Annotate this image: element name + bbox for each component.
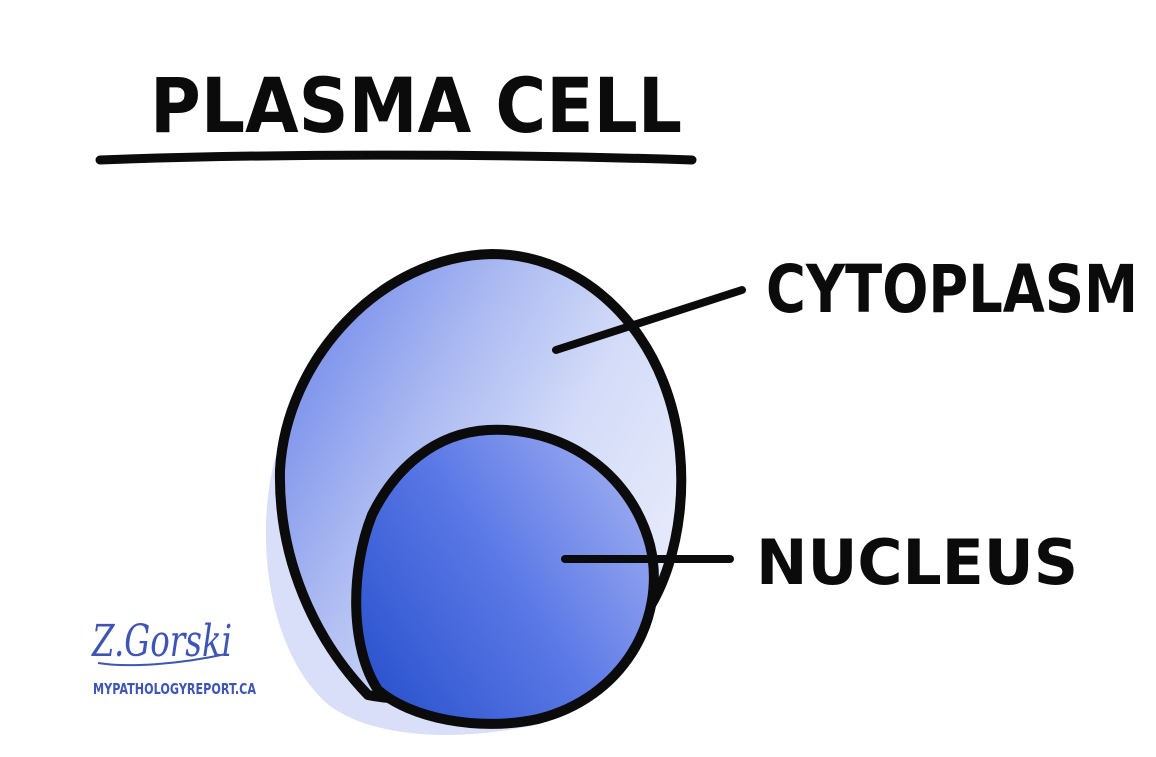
diagram-title: PLASMA CELL [150,61,682,150]
cytoplasm-label: CYTOPLASM [766,251,1138,328]
signature-site: MYPATHOLOGYREPORT.CA [93,680,256,698]
signature-swash [97,653,227,667]
nucleus-label: NUCLEUS [756,526,1078,599]
title-underline [95,150,697,165]
nucleus-outline [351,424,659,729]
signature-name: Z.Gorski [91,616,232,667]
cytoplasm-leader-line [552,286,746,354]
